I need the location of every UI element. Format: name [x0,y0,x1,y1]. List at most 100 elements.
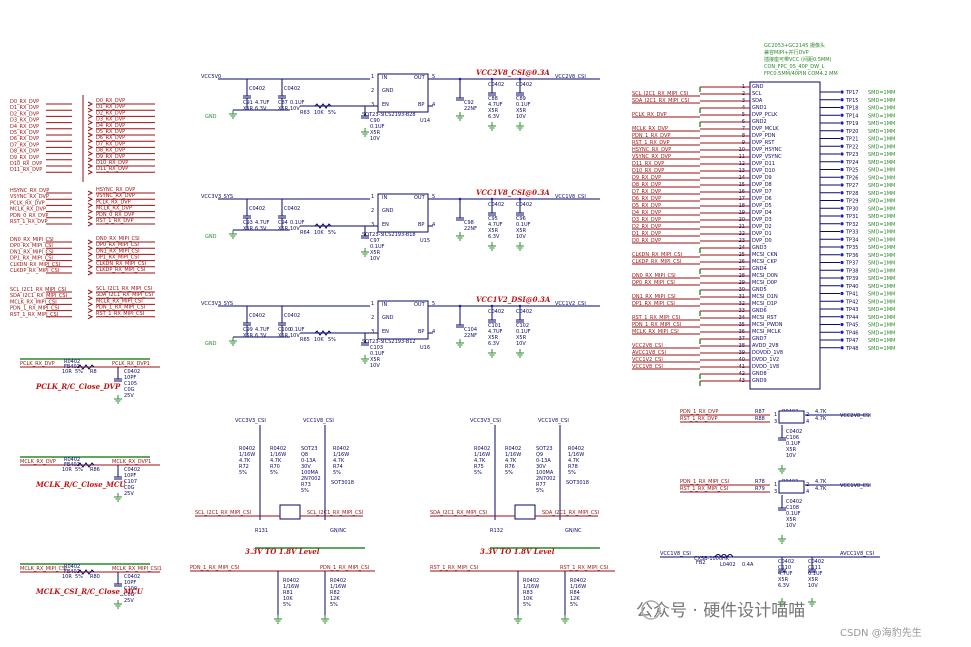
pd-value: 1/16W [523,584,539,590]
left-net-bus-label: PCLK_RX_DVP [96,199,131,205]
rc-net-in: MCLK_RX_DVP [20,459,56,465]
left-net-label: VSYNC_RX_DVP [10,194,49,200]
net-arrow [87,126,94,132]
regulator-ic [377,193,429,233]
connector-net: D7_RX_DVP [632,189,661,195]
regulator-pkg: SOT23-5 [362,339,384,345]
connector-header: CON_FPC_05_40P_DW_L [764,64,825,70]
pin-bp: BP [418,102,424,108]
pin-en: EN [382,102,389,108]
connector-net: PDN_1_RX_MIPI_CSI [632,322,681,328]
pu-arr-val: 4.7K [815,416,827,422]
connector-net: D5_RX_DVP [632,203,661,209]
connector-net: RST_1_RX_DVP [632,140,669,146]
rc-cap-value: C0G [124,592,135,598]
pu-ref: R88 [755,416,765,422]
rc-r-fb: FB402 [64,462,80,468]
pu-arr-val: 4.7K [815,409,827,415]
cap-value: C87 [278,100,288,106]
cap-value: C99 [243,327,253,333]
rc-r-tol: 5% [75,574,83,580]
cap-pkg: C0402 [284,86,300,92]
pd-net: RST_1_RX_MIPI_CSI [430,565,478,571]
test-point [840,276,844,280]
test-point-smd: SMD=1MM [868,206,895,212]
test-point-label: TP44 [845,315,858,321]
left-net-bus-label: D10_RX_DVP [96,160,128,166]
cap-value: 10V [290,106,300,112]
test-point-smd: SMD=1MM [868,292,895,298]
en-resistor [314,103,332,109]
bp-cap-value: 0.1UF [370,124,385,130]
pu-cap-value: C108 [786,505,799,511]
ls-resistor-value: R0402 [568,446,584,452]
net-arrow [87,138,94,144]
net-arrow [87,215,94,221]
rc-cap-value: 10PF [124,580,136,586]
bp-cap-value: C90 [370,118,380,124]
resistor-value: 5% [328,230,336,236]
left-net-bus-label: D11_RX_DVP [96,166,128,172]
rc-cap-value: C105 [124,381,137,387]
cap-value: C102 [516,323,529,329]
ls-mosfet-value: 30V [536,464,546,470]
pd-value: 12K [570,596,580,602]
pd-value: 5% [523,602,531,608]
net-arrow [87,258,94,264]
left-net-label: D4_RX_DVP [10,124,39,130]
pin-out: OUT [414,75,426,81]
cap-value: 10V [290,333,300,339]
left-net-bus-label: PDN_0_RX_DVP [96,212,134,218]
cap-value: C94 [278,220,288,226]
pd-value: 12K [330,596,340,602]
cap-pkg: C0402 [284,313,300,319]
left-net-label: PCLK_RX_DVP [10,200,45,206]
test-point-smd: SMD=1MM [868,183,895,189]
left-net-bus-label: D3_RX_DVP [96,117,125,123]
connector-net: DP0_RX_MIPI_CSI [632,280,675,286]
left-net-label: D10_RX_DVP [10,161,42,167]
rc-cap-value: C0402 [124,467,140,473]
net-arrow [87,308,94,314]
out-cap-value: 22NF [464,226,477,232]
pd-value: R83 [523,590,533,596]
ls-mosfet-value: 2N7002 [536,476,556,482]
cap-value: X5R [278,226,289,232]
test-point [840,253,844,257]
ls-mosfet-value: SOT23 [301,446,318,452]
pd-value: 1/16W [283,584,299,590]
cap-value: 0.1UF [290,327,305,333]
rc-caption: MCLK_CSI_R/C_Close_MCU [35,587,144,596]
connector-pin-name: GND2 [752,119,767,125]
connector-body [749,81,821,390]
ls-mosfet-value: R77 [536,482,546,488]
rc-r-val: 10R [62,467,72,473]
test-point-label: TP47 [845,338,858,344]
bead-cap-value: C0402 [808,559,824,565]
connector-pin-name: DVP_VSYNC [752,154,782,160]
test-point [840,206,844,210]
connector-pin-name: DVP_MCLK [752,126,779,132]
connector-pin-name: DVP_D7 [752,189,772,195]
test-point-smd: SMD=1MM [868,245,895,251]
connector-net: DN0_RX_MIPI_CSI [632,273,676,279]
cap-pkg: C0402 [488,202,504,208]
test-point-label: TP31 [845,214,858,220]
cap-value: 0.1UF [290,100,305,106]
bp-cap-value: 0.1UF [370,244,385,250]
pin-num: 1 [371,74,374,80]
ls-resistor-value: 1/16W [568,452,584,458]
test-point-label: TP35 [845,245,858,251]
out-cap-value: C92 [464,100,474,106]
bp-cap-value: 10V [370,256,380,262]
pu-cap-value: 0.1UF [786,511,801,517]
bead-rail-out: AVCC1V8_CSI [840,551,874,557]
left-net-bus-label: D2_RX_DVP [96,110,125,116]
test-point [840,129,844,133]
bead-cap-value: X5R [778,577,789,583]
connector-pin-name: MCSI_MCLK [752,329,782,335]
connector-header: 插接座可带VCC (间距0.5MM) [764,56,832,63]
ls-mosfet [279,504,301,520]
pu-net-b: RST_1_RX_DVP [680,416,717,422]
out-cap-value: 22NF [464,333,477,339]
